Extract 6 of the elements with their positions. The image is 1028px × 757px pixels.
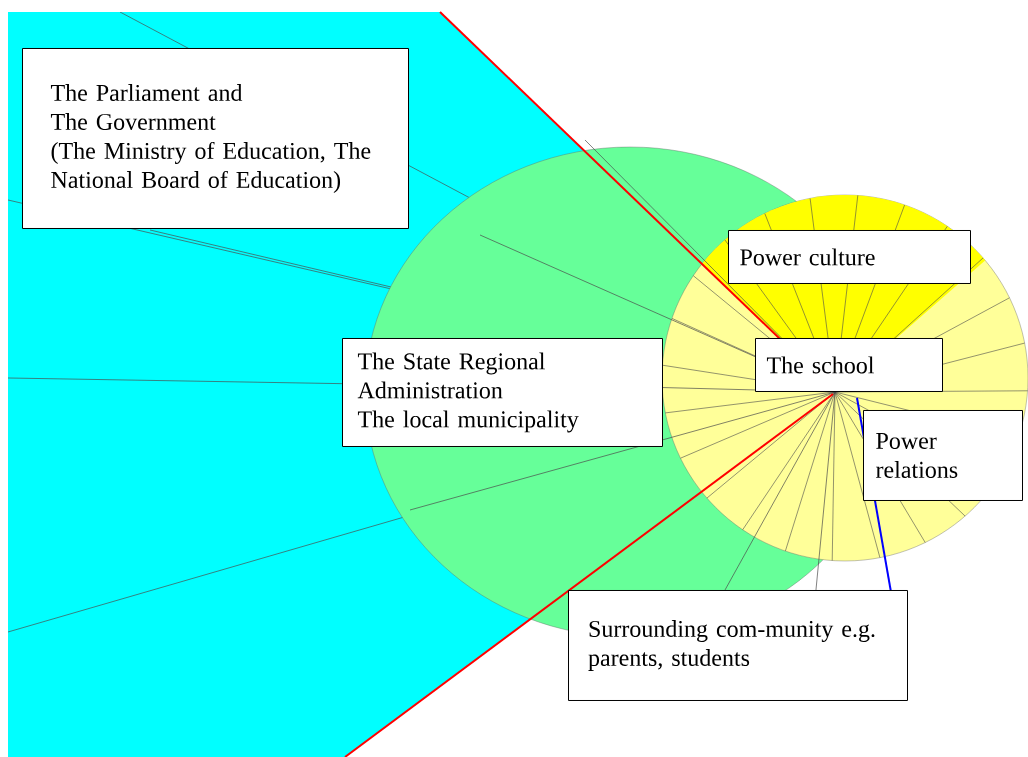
text-box: The State Regional Administration The local municipality xyxy=(342,338,663,447)
text-box: Power relations xyxy=(863,410,1023,501)
text-box: Surrounding com-munity e.g. parents, students xyxy=(568,590,908,701)
text-box: Power culture xyxy=(728,230,971,284)
text-box: The Parliament and The Government (The Ministry of Education, The National Board of Education) xyxy=(22,48,409,229)
text-box: The school xyxy=(755,338,943,392)
